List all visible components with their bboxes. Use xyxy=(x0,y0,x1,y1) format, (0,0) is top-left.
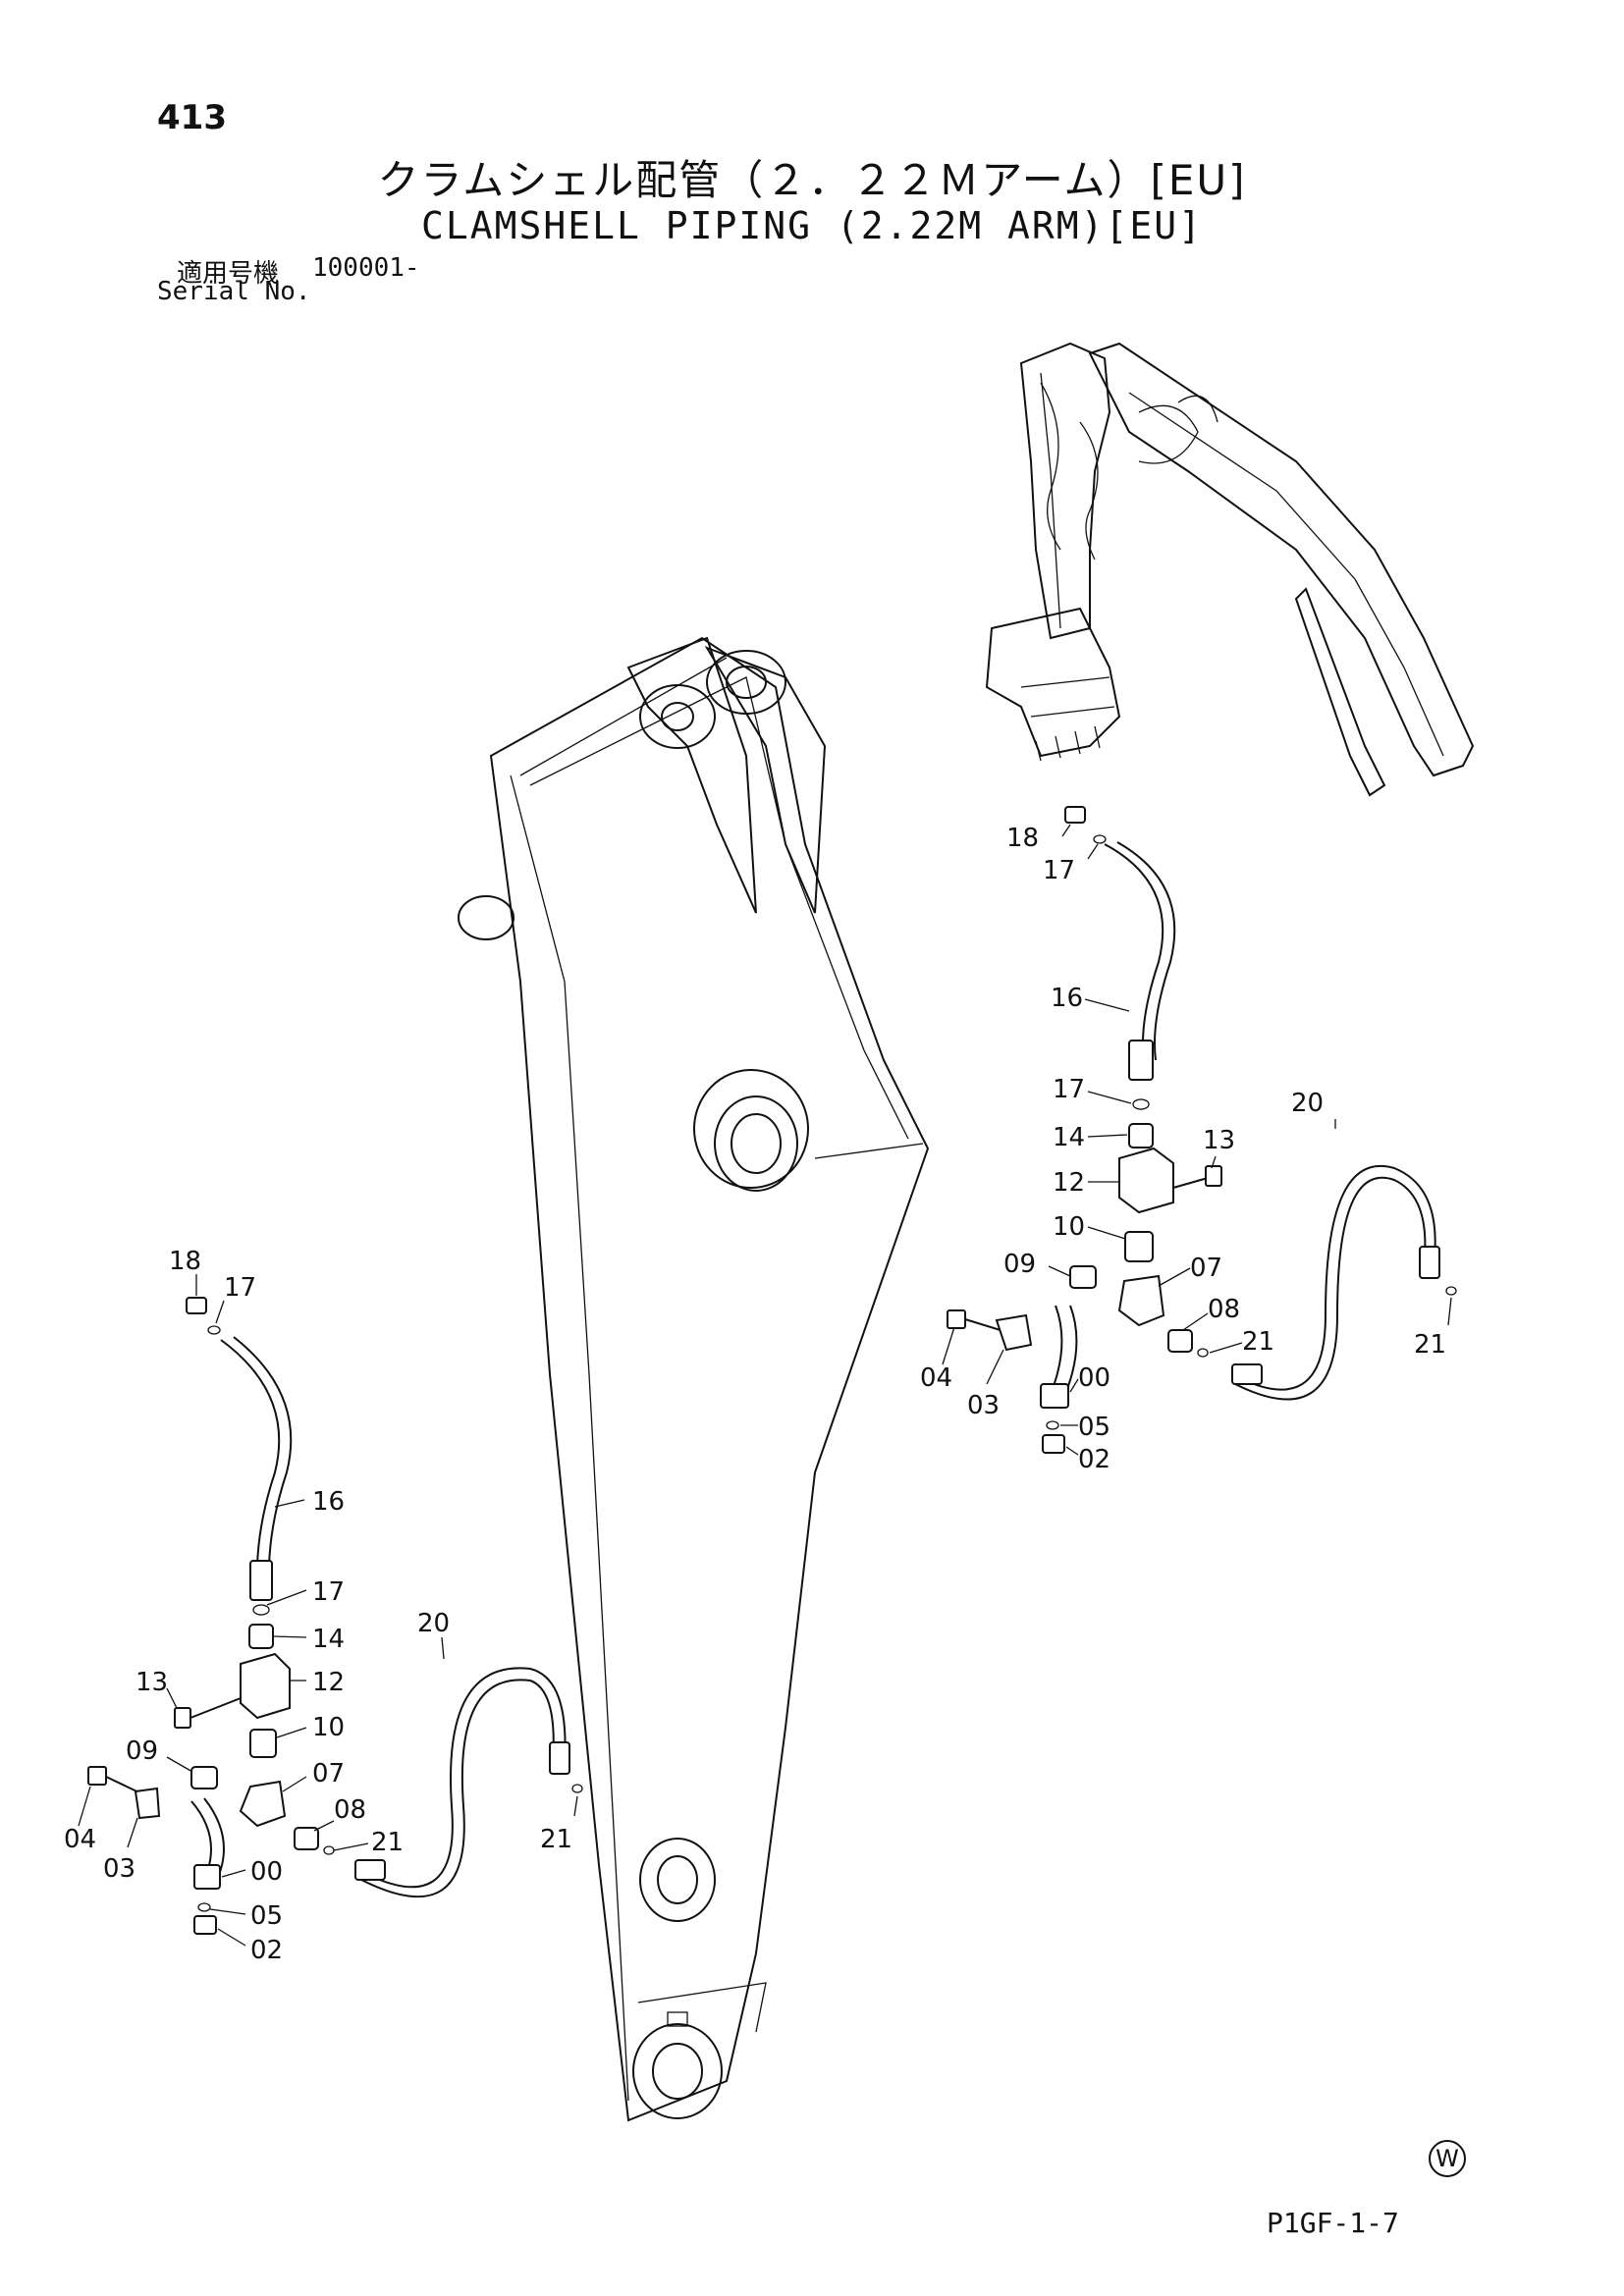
callout-right-18: 18 xyxy=(1006,824,1039,853)
callout-right-16: 16 xyxy=(1051,984,1083,1013)
callout-right-02: 02 xyxy=(1078,1445,1110,1474)
callout-right-13: 13 xyxy=(1203,1126,1235,1155)
callout-right-17a: 17 xyxy=(1043,856,1075,885)
callout-right-10: 10 xyxy=(1053,1212,1085,1242)
callout-right-07: 07 xyxy=(1190,1254,1222,1283)
piping-group-right: 18 17 16 17 14 13 12 10 09 07 08 21 04 0… xyxy=(920,806,1457,1474)
callout-left-00: 00 xyxy=(250,1857,283,1887)
callout-right-09: 09 xyxy=(1003,1250,1036,1279)
page-title-japanese: クラムシェル配管（２．２２Ｍアーム）[EU] xyxy=(377,156,1247,204)
callout-left-17b: 17 xyxy=(312,1577,345,1607)
page-code: P1GF-1-7 xyxy=(1267,2207,1399,2239)
arm-structure xyxy=(458,636,930,2122)
callout-left-18: 18 xyxy=(169,1247,201,1276)
callout-left-17a: 17 xyxy=(224,1273,256,1303)
callout-left-04: 04 xyxy=(64,1825,96,1854)
manufacturer-mark: W xyxy=(1429,2140,1466,2177)
callout-left-09: 09 xyxy=(126,1736,158,1766)
callout-right-21a: 21 xyxy=(1242,1327,1274,1357)
piping-group-left: 18 17 16 17 14 13 12 10 09 07 08 21 04 0… xyxy=(64,1247,583,1965)
callout-left-13: 13 xyxy=(135,1668,168,1697)
callout-left-16: 16 xyxy=(312,1487,345,1517)
excavator-overview-illustration xyxy=(985,342,1475,797)
callout-right-00: 00 xyxy=(1078,1363,1110,1393)
callout-left-20: 20 xyxy=(417,1609,450,1638)
callout-right-05: 05 xyxy=(1078,1413,1110,1442)
callout-left-07: 07 xyxy=(312,1759,345,1789)
callout-left-02: 02 xyxy=(250,1936,283,1965)
page-title-english: CLAMSHELL PIPING (2.22M ARM)[EU] xyxy=(420,204,1204,247)
callout-right-04: 04 xyxy=(920,1363,952,1393)
callout-left-14: 14 xyxy=(312,1625,345,1654)
callout-right-14: 14 xyxy=(1053,1123,1085,1152)
callout-left-21b: 21 xyxy=(540,1825,572,1854)
serial-label-japanese: 適用号機 xyxy=(177,259,280,289)
callout-right-12: 12 xyxy=(1053,1168,1085,1198)
callout-left-03: 03 xyxy=(103,1854,135,1884)
page-number: 413 xyxy=(157,98,227,137)
callout-right-08: 08 xyxy=(1208,1295,1240,1324)
callout-right-21b: 21 xyxy=(1414,1330,1446,1360)
callout-right-03: 03 xyxy=(967,1391,1000,1420)
callout-left-05: 05 xyxy=(250,1901,283,1931)
callout-left-21a: 21 xyxy=(371,1828,404,1857)
callout-left-12: 12 xyxy=(312,1668,345,1697)
callout-right-20: 20 xyxy=(1291,1089,1324,1118)
serial-label-english: Serial No. xyxy=(157,277,311,306)
callout-right-17b: 17 xyxy=(1053,1075,1085,1104)
callout-left-08: 08 xyxy=(334,1795,366,1825)
callout-left-10: 10 xyxy=(312,1713,345,1742)
serial-number-value: 100001- xyxy=(312,253,420,283)
